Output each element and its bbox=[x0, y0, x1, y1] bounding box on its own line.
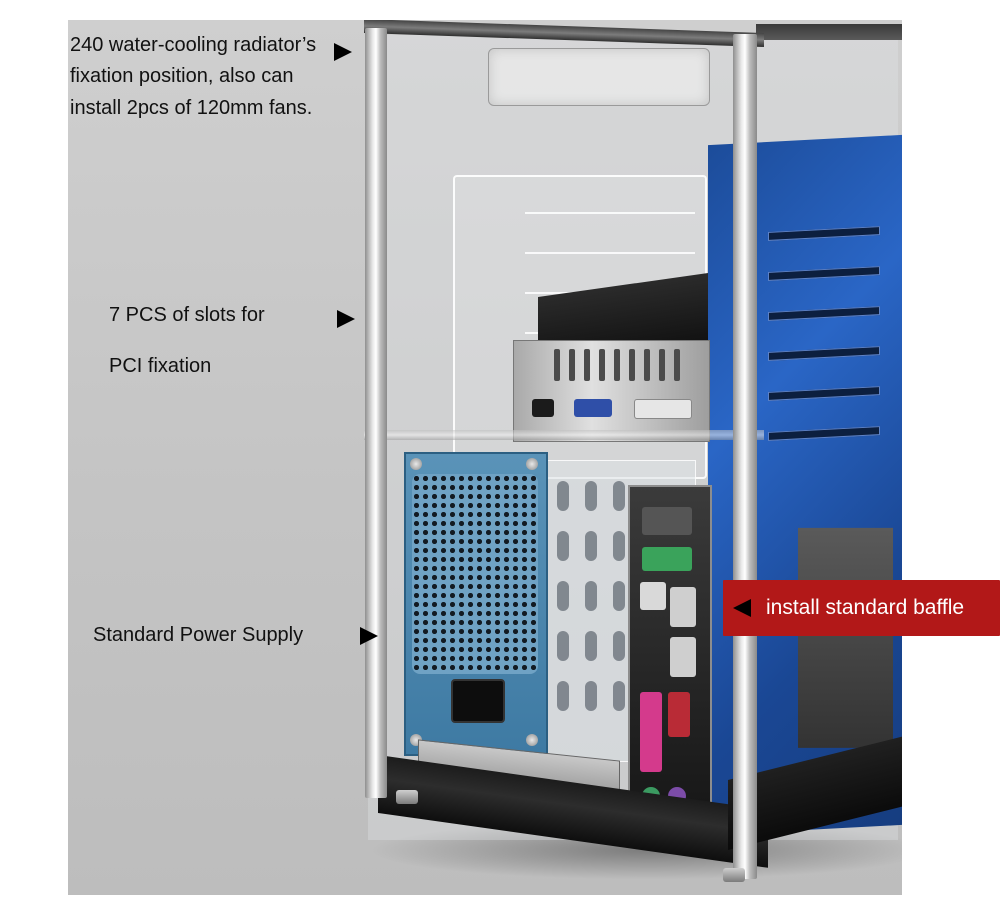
arrow-right-icon bbox=[334, 43, 352, 61]
vent-hole bbox=[585, 681, 597, 711]
motherboard-slot bbox=[768, 266, 880, 281]
pci-label-line-2: PCI fixation bbox=[109, 355, 212, 377]
motherboard-slot bbox=[768, 386, 880, 401]
motherboard-slot bbox=[768, 426, 880, 441]
case-foot bbox=[396, 790, 418, 804]
arrow-left-icon bbox=[733, 599, 751, 617]
gpu-vent bbox=[674, 349, 680, 381]
serial-port bbox=[668, 692, 690, 737]
gpu-vent bbox=[629, 349, 635, 381]
aluminum-pillar bbox=[733, 34, 757, 879]
arrow-right-icon bbox=[337, 310, 355, 328]
pci-slot-line bbox=[525, 212, 695, 214]
aluminum-pillar bbox=[365, 28, 387, 798]
vent-hole bbox=[613, 481, 625, 511]
power-supply bbox=[404, 452, 548, 756]
power-socket bbox=[451, 679, 505, 723]
case-top-panel bbox=[756, 24, 902, 40]
vent-hole bbox=[557, 581, 569, 611]
screw bbox=[410, 458, 422, 470]
vent-hole bbox=[585, 581, 597, 611]
vent-hole bbox=[613, 531, 625, 561]
baffle-callout: install standard baffle bbox=[723, 580, 1000, 636]
vga-port bbox=[574, 399, 612, 417]
cpu-backplate bbox=[798, 527, 893, 748]
baffle-label: install standard baffle bbox=[766, 596, 965, 619]
screw bbox=[526, 458, 538, 470]
psu-label: Standard Power Supply bbox=[93, 624, 304, 646]
ethernet-port bbox=[640, 582, 666, 610]
screw bbox=[526, 734, 538, 746]
vent-hole bbox=[585, 631, 597, 661]
radiator-fan-mount bbox=[488, 48, 710, 106]
vent-hole bbox=[613, 681, 625, 711]
gpu-vent bbox=[659, 349, 665, 381]
gpu-vent bbox=[569, 349, 575, 381]
motherboard-slot bbox=[768, 346, 880, 361]
gpu-vent bbox=[599, 349, 605, 381]
vent-hole bbox=[557, 681, 569, 711]
gpu-vent bbox=[614, 349, 620, 381]
graphics-card-bracket bbox=[513, 340, 710, 442]
vent-hole bbox=[585, 531, 597, 561]
vent-hole bbox=[557, 481, 569, 511]
vent-hole bbox=[613, 631, 625, 661]
dvi-port bbox=[634, 399, 692, 419]
radiator-label-line-3: install 2pcs of 120mm fans. bbox=[70, 97, 313, 119]
gpu-vent bbox=[554, 349, 560, 381]
case-mid-rail bbox=[364, 430, 764, 440]
hdmi-port bbox=[532, 399, 554, 417]
pci-slot-line bbox=[525, 252, 695, 254]
vent-hole bbox=[557, 631, 569, 661]
motherboard-slot bbox=[768, 306, 880, 321]
usb-ports bbox=[670, 587, 696, 627]
io-shield bbox=[628, 485, 712, 834]
pci-label-line-1: 7 PCS of slots for bbox=[109, 304, 265, 326]
vent-hole bbox=[585, 481, 597, 511]
audio-jack-green bbox=[642, 547, 692, 571]
gpu-vent bbox=[644, 349, 650, 381]
vent-hole bbox=[613, 581, 625, 611]
psu-fan-grill bbox=[412, 474, 538, 674]
radiator-label-line-2: fixation position, also can bbox=[70, 65, 294, 87]
arrow-right-icon bbox=[360, 627, 378, 645]
gpu-vent bbox=[584, 349, 590, 381]
usb-ports bbox=[670, 637, 696, 677]
radiator-label-line-1: 240 water-cooling radiator’s bbox=[70, 34, 317, 56]
parallel-port bbox=[640, 692, 662, 772]
case-foot bbox=[723, 868, 745, 882]
motherboard-slot bbox=[768, 226, 880, 241]
product-photo bbox=[68, 20, 902, 895]
vent-hole bbox=[557, 531, 569, 561]
audio-jacks bbox=[642, 507, 692, 535]
